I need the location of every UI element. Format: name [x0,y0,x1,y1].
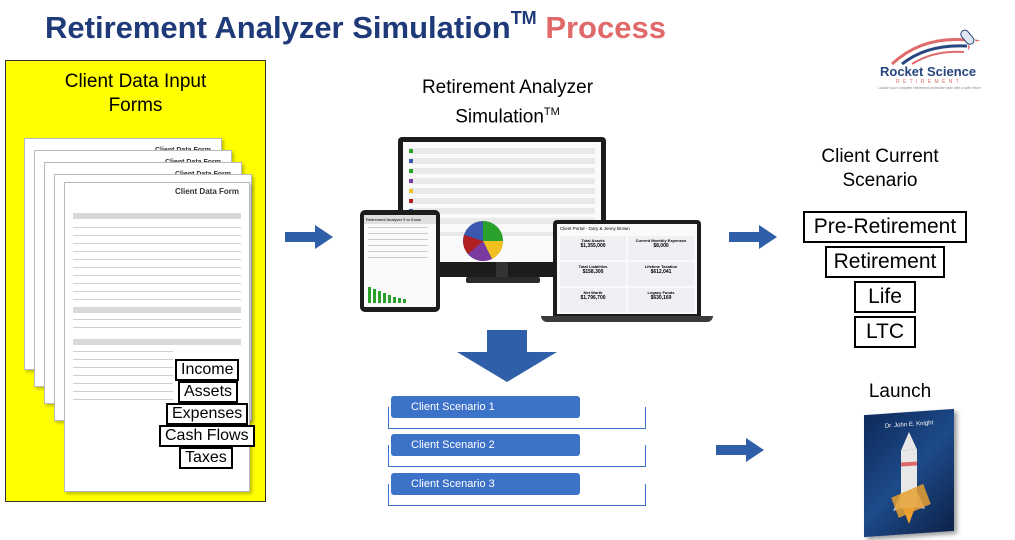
laptop-card-value: $8,000 [653,243,669,249]
laptop-card-value: $630,169 [650,295,672,301]
arrow-down-icon [457,330,557,382]
scenario-box-3: Client Scenario 3 [391,473,580,495]
arrow-right-icon [729,225,777,249]
page-title: Retirement Analyzer SimulationTM Process [45,8,666,46]
current-title-line2: Scenario [842,170,918,191]
phase-ltc: LTC [854,316,916,348]
current-scenario-title: Client Current Scenario [800,145,960,193]
laptop-card-value: $158,300 [582,269,604,275]
tag-income: Income [175,359,240,381]
laptop-card-value: $1,355,000 [580,243,606,249]
tag-cash-flows: Cash Flows [159,425,255,447]
tag-expenses: Expenses [166,403,249,425]
input-panel-title-line2: Forms [108,95,163,116]
laptop-card-label: Current Monthly Expenses [635,238,687,243]
laptop-card-value: $612,041 [650,269,672,275]
tablet-device: Retirement Analyzer 9 to Know [360,210,440,312]
arrow-right-icon [716,438,764,462]
input-panel-title-line1: Client Data Input [64,71,207,92]
laptop-title: Client Portal - Gary & Jenny Brown [560,226,630,231]
tag-taxes: Taxes [179,447,233,469]
laptop-card-label: Net Worth [583,290,603,295]
current-title-line1: Client Current [821,146,939,167]
simulation-title-line1: Retirement Analyzer [421,77,594,98]
laptop-base [541,316,713,322]
simulation-tm: TM [543,106,560,118]
arrow-right-icon [285,225,333,249]
scenario-box-1: Client Scenario 1 [391,396,580,418]
rocket-science-logo: Rocket Science R E T I R E M E N T Launc… [872,26,997,96]
laptop-card-value: $1,796,700 [580,295,606,301]
laptop-card-label: Legacy Funds [647,290,675,295]
rocket-icon [893,432,925,524]
laptop-card-label: Total Liabilities [578,264,608,269]
phase-pre-retirement: Pre-Retirement [803,211,967,243]
laptop-card-label: Lifetime Taxation [644,264,678,269]
scenario-box-2: Client Scenario 2 [391,434,580,456]
simulation-title: Retirement Analyzer SimulationTM [395,76,620,129]
input-panel-title: Client Data Input Forms [5,70,266,118]
title-main: Retirement Analyzer Simulation [45,10,511,45]
laptop-device: Client Portal - Gary & Jenny Brown Total… [553,220,701,316]
title-accent: Process [545,10,666,45]
laptop-screen: Client Portal - Gary & Jenny Brown Total… [557,224,697,314]
logo-sub: R E T I R E M E N T [896,79,960,85]
form-sheet-header: Client Data Form [174,187,239,196]
laptop-card-label: Total Assets [581,238,605,243]
tag-assets: Assets [178,381,239,403]
tablet-title: Retirement Analyzer 9 to Know [364,215,436,224]
scenario-bracket-3 [388,484,646,506]
phase-life: Life [854,281,916,313]
scenario-bracket-2 [388,445,646,467]
book-cover: Dr. John E. Knight [864,408,954,538]
rocket-icon [890,29,981,66]
logo-tagline: Launch your complete retirement protecti… [878,86,981,90]
scenario-bracket-1 [388,407,646,429]
simulation-title-line2: SimulationTM [455,106,560,128]
book-author: Dr. John E. Knight [884,420,934,430]
pie-chart-icon [463,221,504,262]
tablet-screen: Retirement Analyzer 9 to Know [364,215,436,307]
phase-retirement: Retirement [825,246,945,278]
launch-label: Launch [868,381,932,402]
logo-name: Rocket Science [880,64,977,79]
title-tm: TM [510,8,537,28]
